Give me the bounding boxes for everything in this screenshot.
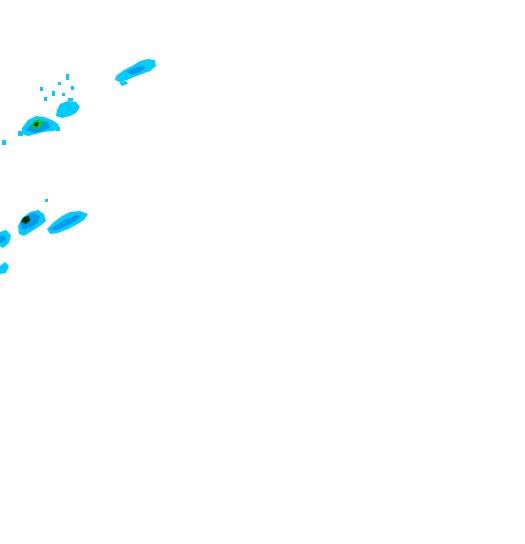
echo-medium (126, 66, 146, 75)
echo-light (18, 131, 23, 136)
echo-medium (20, 213, 40, 230)
echo-light (40, 87, 43, 91)
echo-light (71, 86, 74, 90)
echo-medium (0, 235, 6, 243)
echo-light (66, 74, 69, 80)
echo-light (45, 199, 48, 202)
echo-region-northwest-cluster (2, 74, 80, 145)
echo-region-northeast-band (115, 59, 156, 86)
echo-light (68, 98, 73, 101)
echo-light (0, 262, 9, 274)
echo-core (33, 122, 39, 127)
echo-region-central-west-cluster (0, 199, 48, 248)
echo-light (56, 101, 80, 118)
echo-light (58, 82, 61, 85)
echo-light (119, 81, 128, 86)
echo-light (56, 127, 60, 131)
echo-light (52, 91, 55, 96)
echo-medium (50, 215, 82, 231)
echo-region-southwest-fragment (0, 262, 9, 274)
echo-core (21, 216, 30, 224)
echo-region-central-streak (47, 211, 88, 234)
echo-light (62, 93, 65, 96)
echo-light (44, 97, 47, 101)
echo-light (2, 140, 6, 145)
